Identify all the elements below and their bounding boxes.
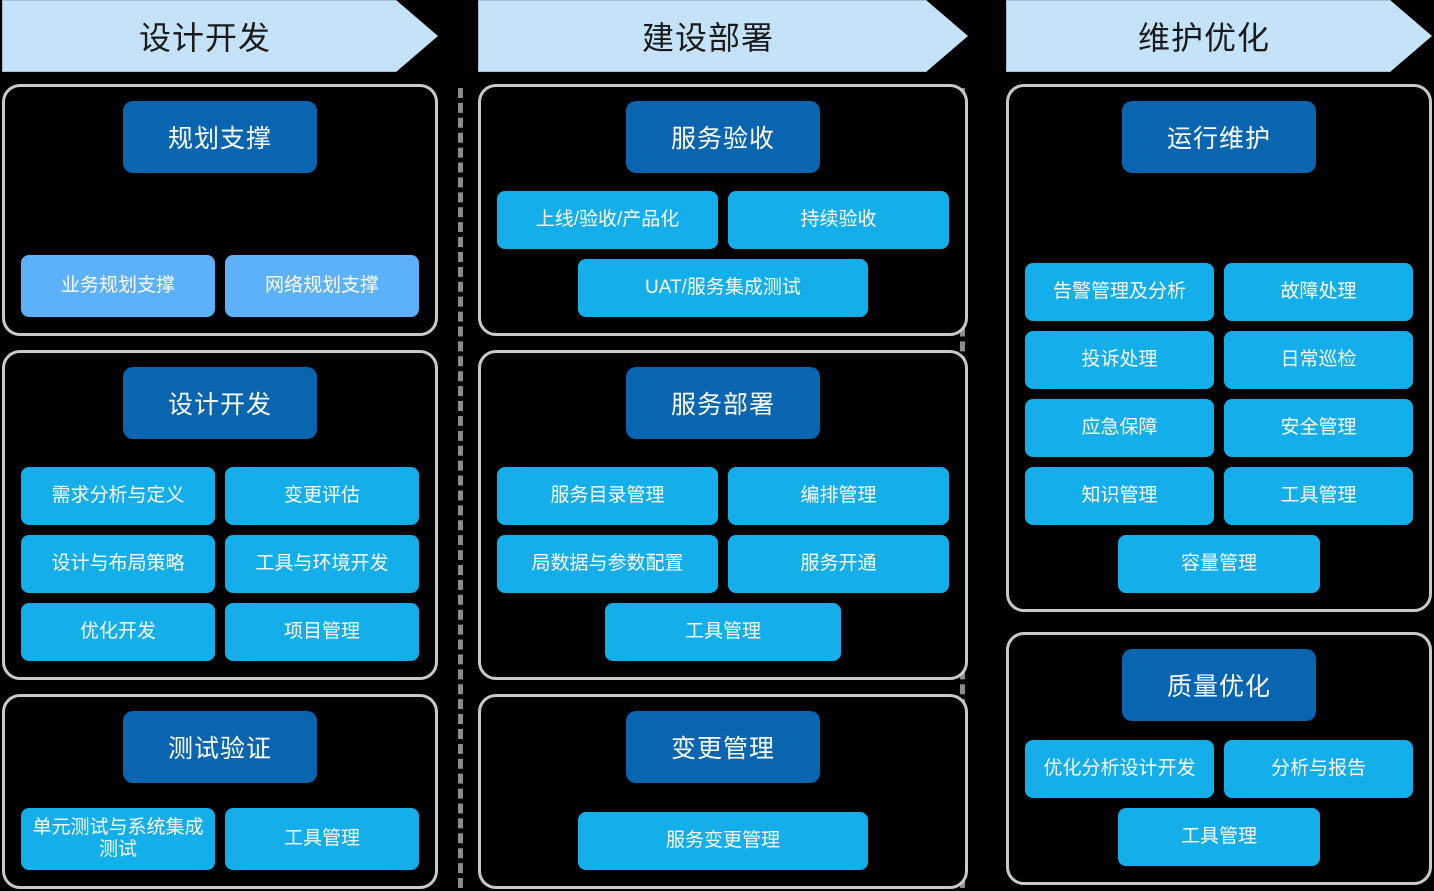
chip-item[interactable]: 应急保障 [1025,399,1214,457]
chip-row: 服务目录管理 编排管理 [497,467,949,525]
chip-item[interactable]: 工具管理 [225,808,419,870]
chip-group: 服务目录管理 编排管理 局数据与参数配置 服务开通 工具管理 [497,467,949,661]
chip-item[interactable]: UAT/服务集成测试 [578,259,868,317]
chip-item[interactable]: 安全管理 [1224,399,1413,457]
column-construction-deployment: 建设部署 服务验收 上线/验收/产品化 持续验收 UAT/服务集成测试 服务部署 [456,0,978,891]
chip-item[interactable]: 服务变更管理 [578,812,868,870]
phase-header-design-development: 设计开发 [2,0,438,72]
chip-item[interactable]: 优化开发 [21,603,215,661]
panel-title: 服务验收 [626,101,820,173]
chip-item[interactable]: 持续验收 [728,191,949,249]
panel-operation-maintenance: 运行维护 告警管理及分析 故障处理 投诉处理 日常巡检 应急保障 安全管理 [1006,84,1432,612]
panel-quality-optimization: 质量优化 优化分析设计开发 分析与报告 工具管理 [1006,632,1432,885]
chip-row: 应急保障 安全管理 [1025,399,1413,457]
phase-header-label: 建设部署 [641,20,774,56]
chip-item[interactable]: 知识管理 [1025,467,1214,525]
column-design-development: 设计开发 规划支撑 业务规划支撑 网络规划支撑 设计开发 需求分析与定义 [0,0,456,891]
column-maintenance-optimization: 维护优化 运行维护 告警管理及分析 故障处理 投诉处理 日常巡检 应急保障 [978,0,1434,891]
chip-row: 投诉处理 日常巡检 [1025,331,1413,389]
chevron-shape-icon [1006,0,1432,72]
chip-row: 单元测试与系统集成测试 工具管理 [21,808,419,870]
chip-row: 知识管理 工具管理 [1025,467,1413,525]
panel-service-acceptance: 服务验收 上线/验收/产品化 持续验收 UAT/服务集成测试 [478,84,968,336]
chip-item[interactable]: 项目管理 [225,603,419,661]
chip-group: 服务变更管理 [497,812,949,870]
chip-item[interactable]: 工具管理 [605,603,841,661]
chip-item[interactable]: 工具管理 [1224,467,1413,525]
chip-item[interactable]: 告警管理及分析 [1025,263,1214,321]
chip-group: 单元测试与系统集成测试 工具管理 [21,808,419,870]
phase-header-maintenance-optimization: 维护优化 [1006,0,1432,72]
chip-item[interactable]: 优化分析设计开发 [1025,740,1214,798]
chip-item[interactable]: 工具管理 [1118,808,1320,866]
chip-row: 上线/验收/产品化 持续验收 [497,191,949,249]
chip-item[interactable]: 网络规划支撑 [225,255,419,317]
panel-design-development: 设计开发 需求分析与定义 变更评估 设计与布局策略 工具与环境开发 优化开发 项… [2,350,438,680]
panel-service-deployment: 服务部署 服务目录管理 编排管理 局数据与参数配置 服务开通 工具管理 [478,350,968,680]
chip-row: 设计与布局策略 工具与环境开发 [21,535,419,593]
chip-row: 优化开发 项目管理 [21,603,419,661]
chip-row: 需求分析与定义 变更评估 [21,467,419,525]
chip-item[interactable]: 容量管理 [1118,535,1320,593]
chip-group: 告警管理及分析 故障处理 投诉处理 日常巡检 应急保障 安全管理 知识管理 工具… [1025,263,1413,593]
phase-header-label: 设计开发 [138,20,271,56]
chip-group: 需求分析与定义 变更评估 设计与布局策略 工具与环境开发 优化开发 项目管理 [21,467,419,661]
panel-test-verification: 测试验证 单元测试与系统集成测试 工具管理 [2,694,438,889]
chip-item[interactable]: 设计与布局策略 [21,535,215,593]
panel-title: 设计开发 [123,367,317,439]
panel-title: 测试验证 [123,711,317,783]
panel-title: 规划支撑 [123,101,317,173]
chip-row: 工具管理 [1025,808,1413,866]
phase-header-label: 维护优化 [1137,20,1270,56]
panel-change-management: 变更管理 服务变更管理 [478,694,968,889]
chip-item[interactable]: 需求分析与定义 [21,467,215,525]
chip-item[interactable]: 投诉处理 [1025,331,1214,389]
chip-row: 优化分析设计开发 分析与报告 [1025,740,1413,798]
chip-item[interactable]: 分析与报告 [1224,740,1413,798]
chip-group: 业务规划支撑 网络规划支撑 [21,255,419,317]
chip-item[interactable]: 工具与环境开发 [225,535,419,593]
chip-row: 业务规划支撑 网络规划支撑 [21,255,419,317]
chip-row: 告警管理及分析 故障处理 [1025,263,1413,321]
chip-group: 优化分析设计开发 分析与报告 工具管理 [1025,740,1413,866]
chip-item[interactable]: 编排管理 [728,467,949,525]
chevron-shape-icon [2,0,438,72]
chip-group: 上线/验收/产品化 持续验收 UAT/服务集成测试 [497,191,949,317]
chip-item[interactable]: 上线/验收/产品化 [497,191,718,249]
chip-row: 工具管理 [497,603,949,661]
panel-title: 运行维护 [1122,101,1316,173]
panel-title: 质量优化 [1122,649,1316,721]
panel-title: 服务部署 [626,367,820,439]
panel-planning-support: 规划支撑 业务规划支撑 网络规划支撑 [2,84,438,336]
chip-row: 局数据与参数配置 服务开通 [497,535,949,593]
chip-item[interactable]: 业务规划支撑 [21,255,215,317]
chip-item[interactable]: 服务开通 [728,535,949,593]
chip-item[interactable]: 局数据与参数配置 [497,535,718,593]
phase-header-construction-deployment: 建设部署 [478,0,968,72]
chip-item[interactable]: 单元测试与系统集成测试 [21,808,215,870]
chip-item[interactable]: 变更评估 [225,467,419,525]
chip-row: 容量管理 [1025,535,1413,593]
chip-item[interactable]: 故障处理 [1224,263,1413,321]
panel-title: 变更管理 [626,711,820,783]
column-divider-1 [458,88,463,888]
chip-item[interactable]: 日常巡检 [1224,331,1413,389]
chip-row: UAT/服务集成测试 [497,259,949,317]
chip-row: 服务变更管理 [497,812,949,870]
chip-item[interactable]: 服务目录管理 [497,467,718,525]
chevron-shape-icon [478,0,968,72]
